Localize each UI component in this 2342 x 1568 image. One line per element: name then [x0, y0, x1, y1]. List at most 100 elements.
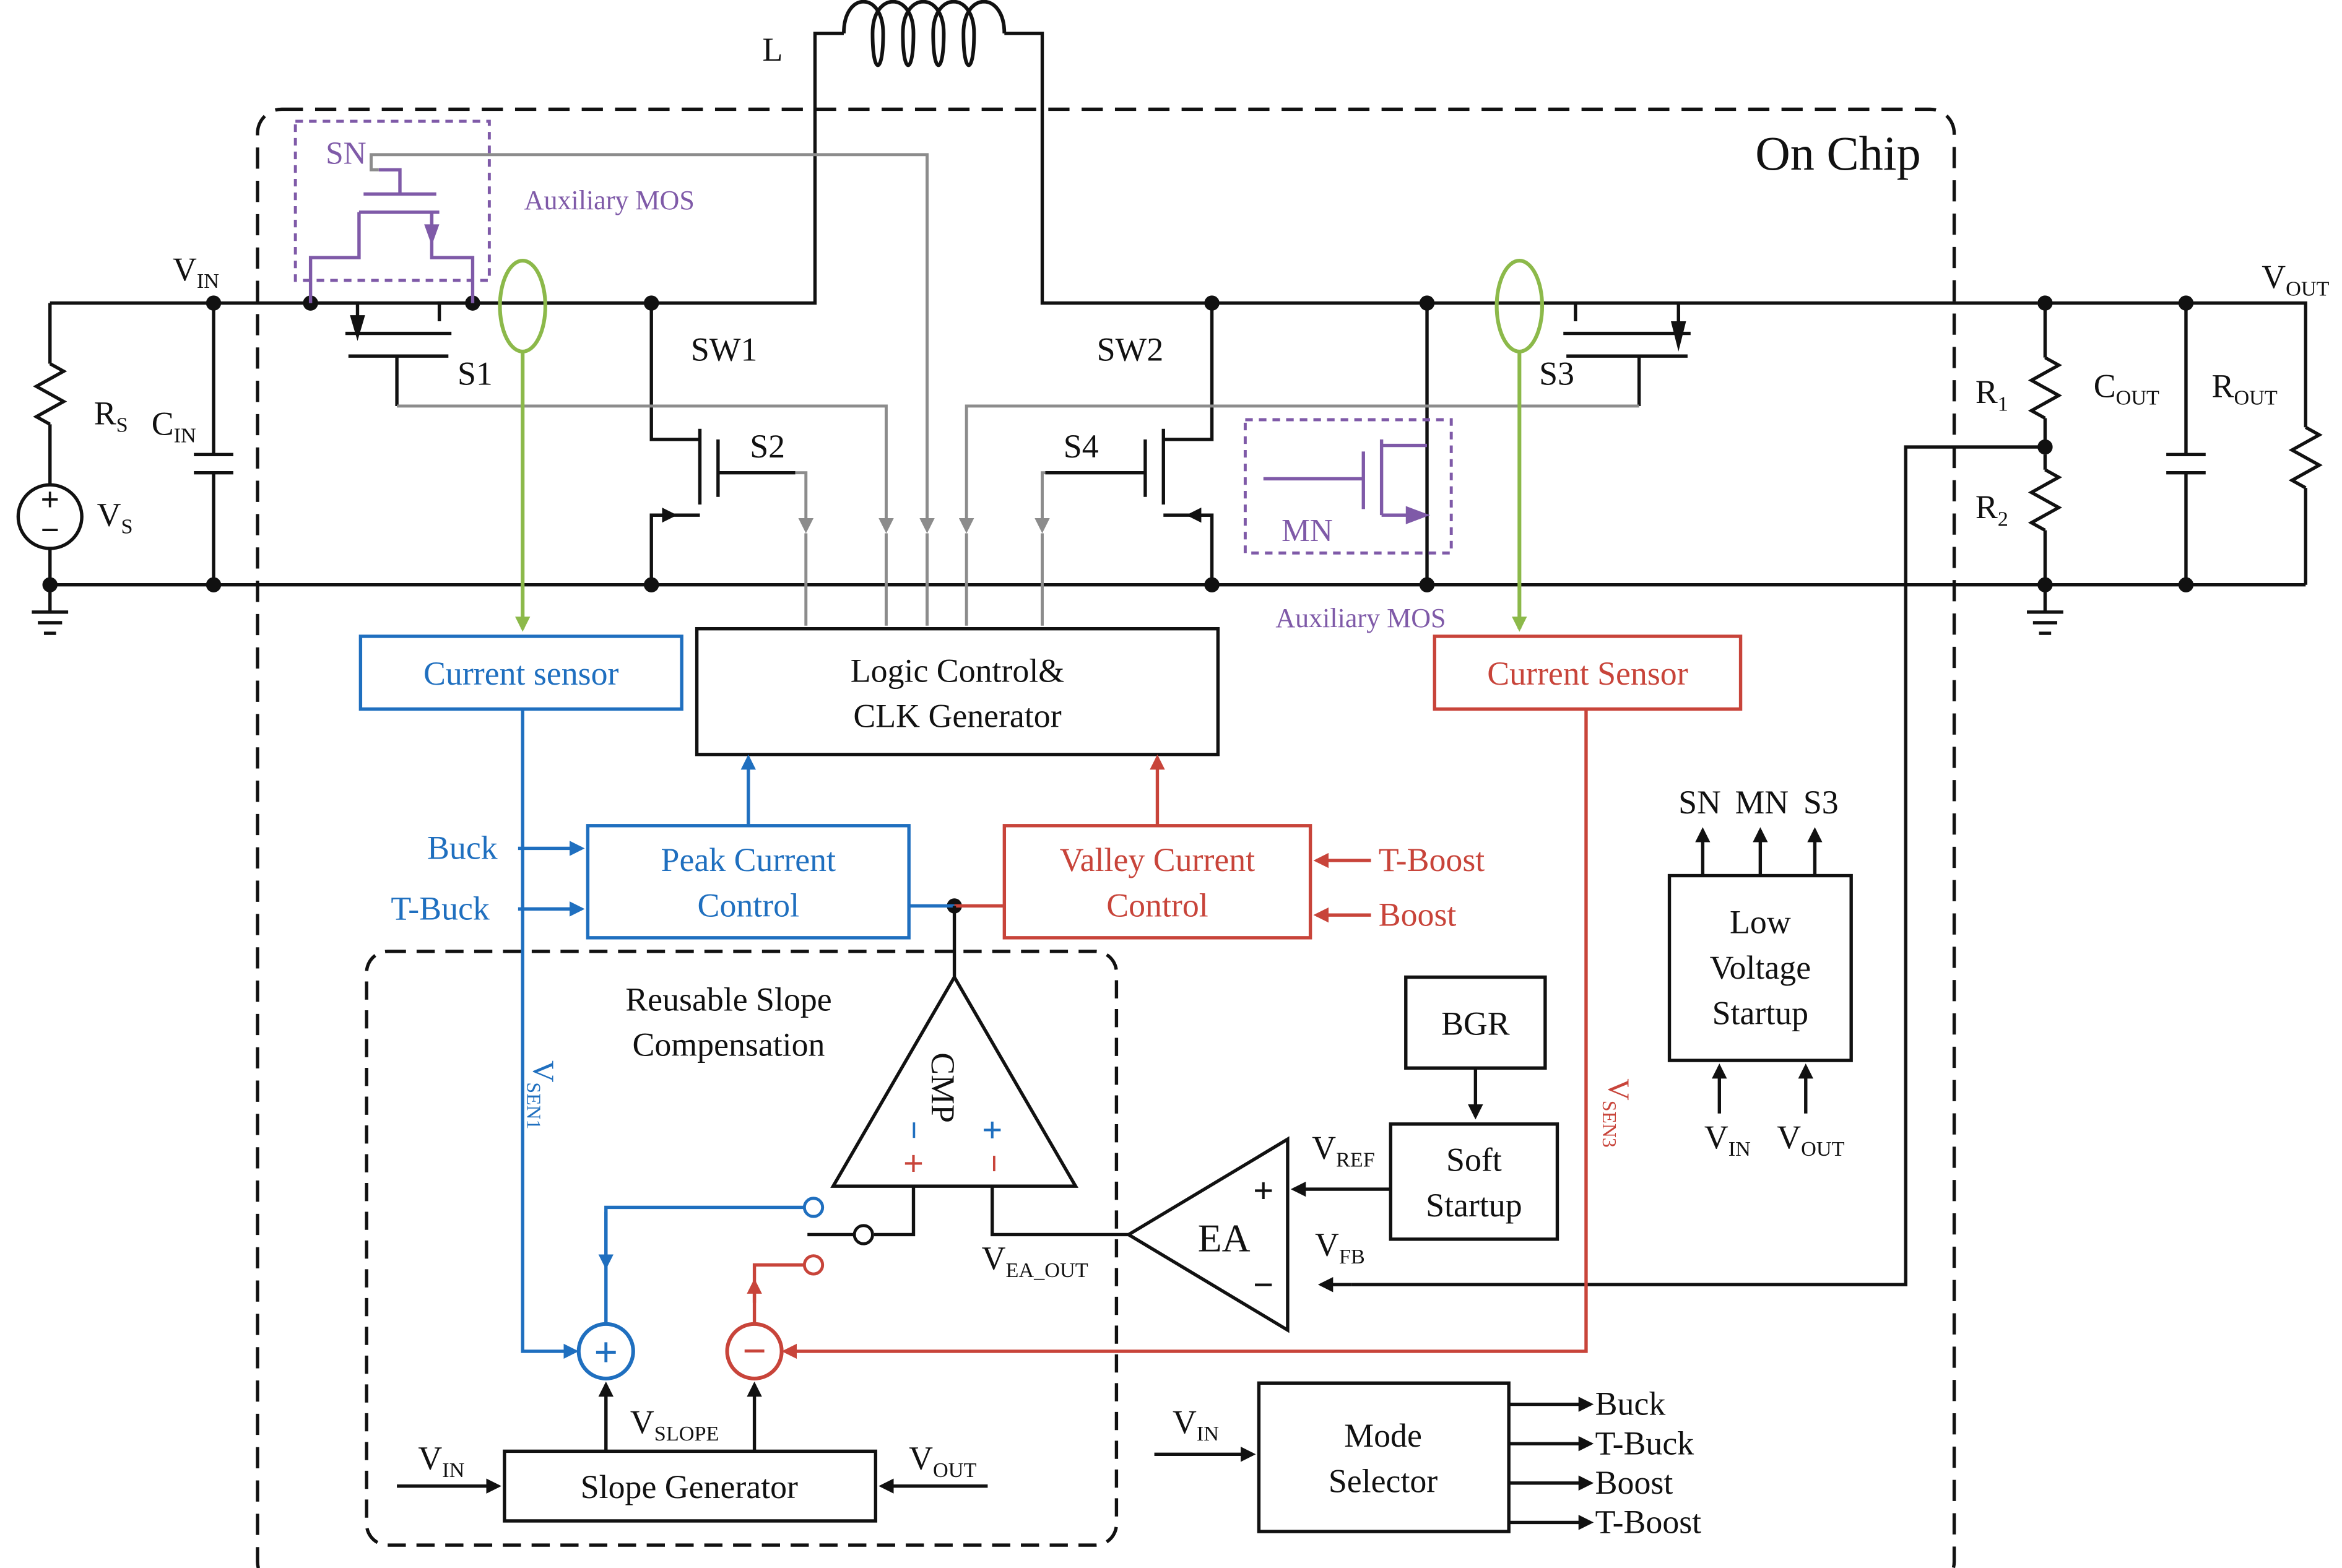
reusable-slope-label-1: Reusable Slope: [625, 981, 831, 1018]
logic-control-label-2: CLK Generator: [853, 698, 1061, 735]
vout-label: VOUT: [2262, 258, 2329, 300]
r1-resistor: [2028, 356, 2062, 420]
mode-output-boost: Boost: [1595, 1464, 1673, 1501]
s4-label: S4: [1064, 428, 1099, 465]
cmp-plus-red: +: [903, 1143, 924, 1184]
plus-sum-symbol: +: [594, 1328, 618, 1375]
lvs-output-s3: S3: [1803, 784, 1839, 821]
auxiliary-mos-mn-box: [1243, 418, 1453, 555]
mode-output-tboost: T-Boost: [1595, 1504, 1702, 1541]
vref-label: VREF: [1312, 1129, 1375, 1171]
inductor-label: L: [763, 31, 783, 68]
s2-label: S2: [750, 428, 785, 465]
vout-lvs-label: VOUT: [1777, 1119, 1844, 1161]
bgr-label: BGR: [1441, 1005, 1510, 1042]
vea-out-label: VEA_OUT: [982, 1240, 1088, 1282]
r2-resistor: [2028, 468, 2062, 532]
current-sensor-left: [358, 635, 683, 711]
current-probe-left-icon: [498, 259, 547, 353]
rout-label: ROUT: [2212, 367, 2278, 409]
ground-icon: [2027, 610, 2063, 635]
mn-label: MN: [1282, 513, 1333, 548]
s3-label: S3: [1539, 355, 1574, 392]
peak-input-buck-label: Buck: [427, 829, 498, 867]
peak-inputs: Buck T-Buck: [391, 829, 585, 927]
switch-blue-contact: [802, 1197, 825, 1218]
mode-selector-block: [1257, 1381, 1511, 1533]
slope-generator-block: [503, 1449, 878, 1523]
peak-current-label-2: Control: [698, 887, 799, 924]
reusable-slope-label-2: Compensation: [632, 1026, 825, 1063]
cin-label: CIN: [152, 405, 196, 447]
junction-dots: [42, 295, 2194, 914]
peak-current-label-1: Peak Current: [661, 841, 836, 878]
rs-label: RS: [94, 394, 128, 436]
logic-control-block: [695, 626, 1220, 756]
valley-current-label-2: Control: [1106, 887, 1208, 924]
vs-minus: −: [40, 511, 59, 548]
valley-inputs: T-Boost Boost: [1313, 841, 1485, 933]
vslope-label: VSLOPE: [630, 1403, 719, 1445]
ea-label: EA: [1198, 1216, 1251, 1260]
sn-label: SN: [326, 136, 366, 171]
switch-common-node: [852, 1224, 874, 1245]
ground-icon: [32, 610, 69, 635]
lvs-label-1: Low: [1730, 904, 1791, 941]
mode-output-buck: Buck: [1595, 1385, 1666, 1423]
valley-current-control-block: [1002, 824, 1312, 940]
auxiliary-mos-sn-box: [293, 119, 491, 282]
mode-selector-label-2: Selector: [1329, 1462, 1438, 1499]
lvs-label-2: Voltage: [1710, 949, 1811, 986]
vin-lvs-label: VIN: [1704, 1119, 1751, 1161]
aux-mos-bottom-label: Auxiliary MOS: [1275, 603, 1446, 633]
r2-label: R2: [1976, 488, 2008, 531]
mn-transistor: [1263, 439, 1428, 517]
sn-transistor: [308, 168, 475, 303]
sw1-label: SW1: [691, 331, 758, 368]
ea-error-amplifier: [1125, 1136, 1290, 1333]
sn-arrow: [424, 224, 440, 246]
on-chip-boundary: [256, 107, 1956, 1568]
cmp-minus-red: −: [976, 1154, 1013, 1173]
peak-current-control-block: [586, 824, 911, 940]
s1-label: S1: [458, 355, 493, 392]
lvs-output-mn: MN: [1735, 784, 1789, 821]
on-chip-title: On Chip: [1755, 126, 1921, 180]
low-voltage-startup-block: [1667, 873, 1853, 1062]
minus-sum-symbol: −: [742, 1327, 766, 1374]
soft-startup-label-1: Soft: [1446, 1141, 1502, 1179]
mn-arrow: [1405, 506, 1430, 524]
peak-input-tbuck-label: T-Buck: [391, 890, 490, 927]
current-sensor-left-label: Current sensor: [423, 655, 619, 692]
cmp-plus-blue: +: [982, 1110, 1002, 1150]
cmp-minus-blue: −: [895, 1120, 932, 1140]
inductor: [842, 0, 1007, 67]
vout-slope-label: VOUT: [909, 1440, 976, 1482]
logic-control-label-1: Logic Control&: [851, 652, 1064, 689]
mode-output-tbuck: T-Buck: [1595, 1424, 1694, 1462]
gate-drive-lines: [370, 153, 1639, 626]
ea-minus: −: [1253, 1265, 1273, 1305]
lvs-output-sn: SN: [1678, 784, 1721, 821]
lvs-label-3: Startup: [1712, 994, 1809, 1031]
power-stage: [33, 32, 2323, 1286]
vsen1-label: VSEN1: [523, 1060, 561, 1129]
mode-selector-label-1: Mode: [1344, 1417, 1422, 1454]
r1-label: R1: [1976, 373, 2008, 415]
current-sensor-right: [1433, 635, 1743, 711]
rs-resistor: [33, 362, 67, 426]
current-probe-right-icon: [1494, 259, 1545, 353]
soft-startup-block: [1389, 1122, 1559, 1241]
cout-label: COUT: [2094, 367, 2159, 409]
vs-source: [16, 483, 84, 550]
soft-startup-label-2: Startup: [1426, 1187, 1522, 1224]
cmp-label: CMP: [924, 1052, 961, 1123]
valley-input-boost-label: Boost: [1379, 896, 1457, 933]
sw2-label: SW2: [1097, 331, 1164, 368]
vin-slope-label: VIN: [418, 1440, 464, 1482]
bgr-block: [1404, 975, 1547, 1070]
vs-label: VS: [97, 496, 133, 538]
cmp-comparator: [830, 974, 1079, 1188]
aux-mos-top-label: Auxiliary MOS: [524, 185, 695, 215]
